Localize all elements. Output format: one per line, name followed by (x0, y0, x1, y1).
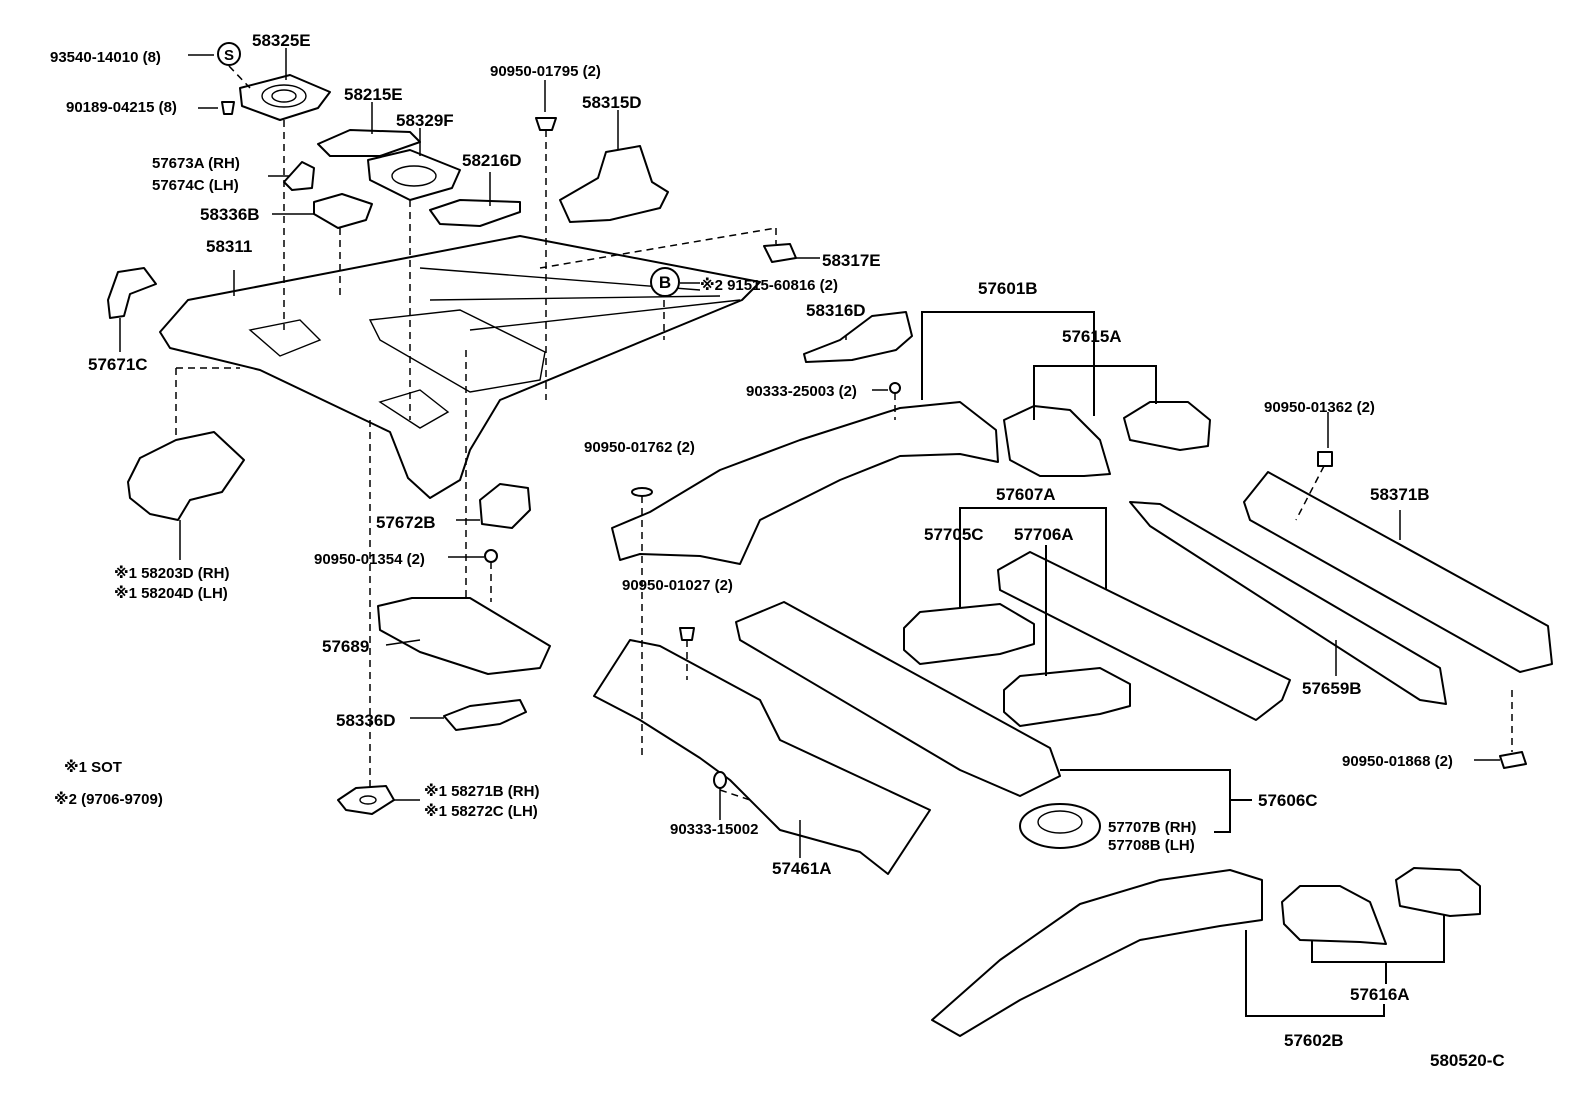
part-58371b-rail (1243, 471, 1553, 673)
label-58336b: 58336B (200, 205, 260, 224)
part-90950-01354-plug (484, 549, 498, 563)
part-57615a-bracket-left (1003, 405, 1111, 477)
label-57601b: 57601B (978, 279, 1038, 298)
label-57606c: 57606C (1258, 791, 1318, 810)
label-90950-01795: 90950-01795 (2) (490, 63, 601, 80)
label-58316d: 58316D (806, 301, 866, 320)
part-90333-15002-plug (713, 771, 727, 789)
label-58203d: ※1 58203D (RH) (114, 564, 229, 582)
label-57607a: 57607A (996, 485, 1056, 504)
part-58216d-bracket (429, 199, 521, 227)
part-58336b-pad (313, 193, 373, 229)
part-58271b-bracket (337, 785, 395, 815)
label-58329f: 58329F (396, 111, 454, 130)
label-58216d: 58216D (462, 151, 522, 170)
circle-s-marker: S (217, 42, 241, 66)
label-57689: 57689 (322, 637, 369, 656)
label-90950-01354: 90950-01354 (2) (314, 551, 425, 568)
part-58336d-bracket (443, 699, 527, 731)
label-58215e: 58215E (344, 85, 403, 104)
label-57674c: 57674C (LH) (152, 177, 239, 194)
part-58203d-bracket (127, 431, 245, 521)
part-58325e-plate (239, 74, 331, 121)
part-57707b-cup (1019, 803, 1101, 849)
part-90950-01027-plug (679, 627, 695, 641)
label-58317e: 58317E (822, 251, 881, 270)
label-90333-15002: 90333-15002 (670, 821, 758, 838)
label-57706a: 57706A (1014, 525, 1074, 544)
part-57706a-bracket (1003, 667, 1131, 727)
circle-b-marker: B (650, 267, 680, 297)
label-diagram-id: 580520-C (1430, 1051, 1505, 1070)
label-57672b: 57672B (376, 513, 436, 532)
label-90189-04215: 90189-04215 (8) (66, 99, 177, 116)
part-58329f-pan (367, 149, 461, 201)
label-note-1: ※1 SOT (64, 758, 122, 776)
part-90189-clip (221, 101, 235, 115)
label-90950-01762: 90950-01762 (2) (584, 439, 695, 456)
part-labels: 93540-14010 (8) 90189-04215 (8) 58325E 5… (50, 31, 1505, 1070)
part-90950-01362-plug (1317, 451, 1333, 467)
part-57606c-crossmember (735, 601, 1061, 797)
part-57616a-bracket-left (1281, 885, 1387, 945)
part-90950-01795-plug (535, 117, 557, 131)
label-91515-60816: ※2 91515-60816 (2) (700, 276, 838, 294)
label-57673a: 57673A (RH) (152, 155, 240, 172)
part-57671c-bracket (107, 267, 157, 319)
label-note-2: ※2 (9706-9709) (54, 790, 163, 808)
part-58317e-clip (763, 243, 797, 263)
label-57705c: 57705C (924, 525, 984, 544)
label-90333-25003: 90333-25003 (2) (746, 383, 857, 400)
label-58204d: ※1 58204D (LH) (114, 584, 228, 602)
label-57615a: 57615A (1062, 327, 1122, 346)
label-58371b: 58371B (1370, 485, 1430, 504)
part-57602b-side-member (931, 869, 1263, 1037)
part-58316d-panel (803, 311, 913, 363)
label-58325e: 58325E (252, 31, 311, 50)
part-90950-01868-pad (1499, 751, 1527, 769)
part-57659b-rail (1129, 501, 1447, 705)
part-57673a-bracket (283, 161, 315, 191)
label-58315d: 58315D (582, 93, 642, 112)
label-58336d: 58336D (336, 711, 396, 730)
label-57707b: 57707B (RH) (1108, 819, 1196, 836)
label-57602b: 57602B (1284, 1031, 1344, 1050)
part-57689-pan (377, 597, 551, 675)
label-90950-01362: 90950-01362 (2) (1264, 399, 1375, 416)
label-57659b: 57659B (1302, 679, 1362, 698)
part-90950-01762-clip (631, 487, 653, 497)
label-58311: 58311 (206, 237, 252, 256)
part-57461a-member (593, 639, 931, 875)
label-93540-14010: 93540-14010 (8) (50, 49, 161, 66)
part-58315d-panel (559, 145, 669, 223)
label-90950-01868: 90950-01868 (2) (1342, 753, 1453, 770)
label-58271b: ※1 58271B (RH) (424, 782, 539, 800)
part-57672b-bracket (479, 483, 531, 529)
group-brackets (921, 311, 1445, 1017)
label-57671c: 57671C (88, 355, 148, 374)
part-57615a-bracket-right (1123, 401, 1211, 451)
part-90333-25003-plug (889, 382, 901, 394)
part-57601b-side-member (611, 401, 999, 565)
leader-lines (119, 48, 1513, 858)
circle-s-text: S (224, 47, 234, 64)
part-57616a-bracket-right (1395, 867, 1481, 917)
label-57461a: 57461A (772, 859, 832, 878)
circle-b-text: B (659, 273, 671, 292)
label-57708b: 57708B (LH) (1108, 837, 1195, 854)
label-58272c: ※1 58272C (LH) (424, 802, 538, 820)
label-57616a: 57616A (1350, 985, 1410, 1004)
label-90950-01027: 90950-01027 (2) (622, 577, 733, 594)
part-57607a-crossmember (997, 551, 1291, 721)
part-57705c-bracket (903, 603, 1035, 665)
